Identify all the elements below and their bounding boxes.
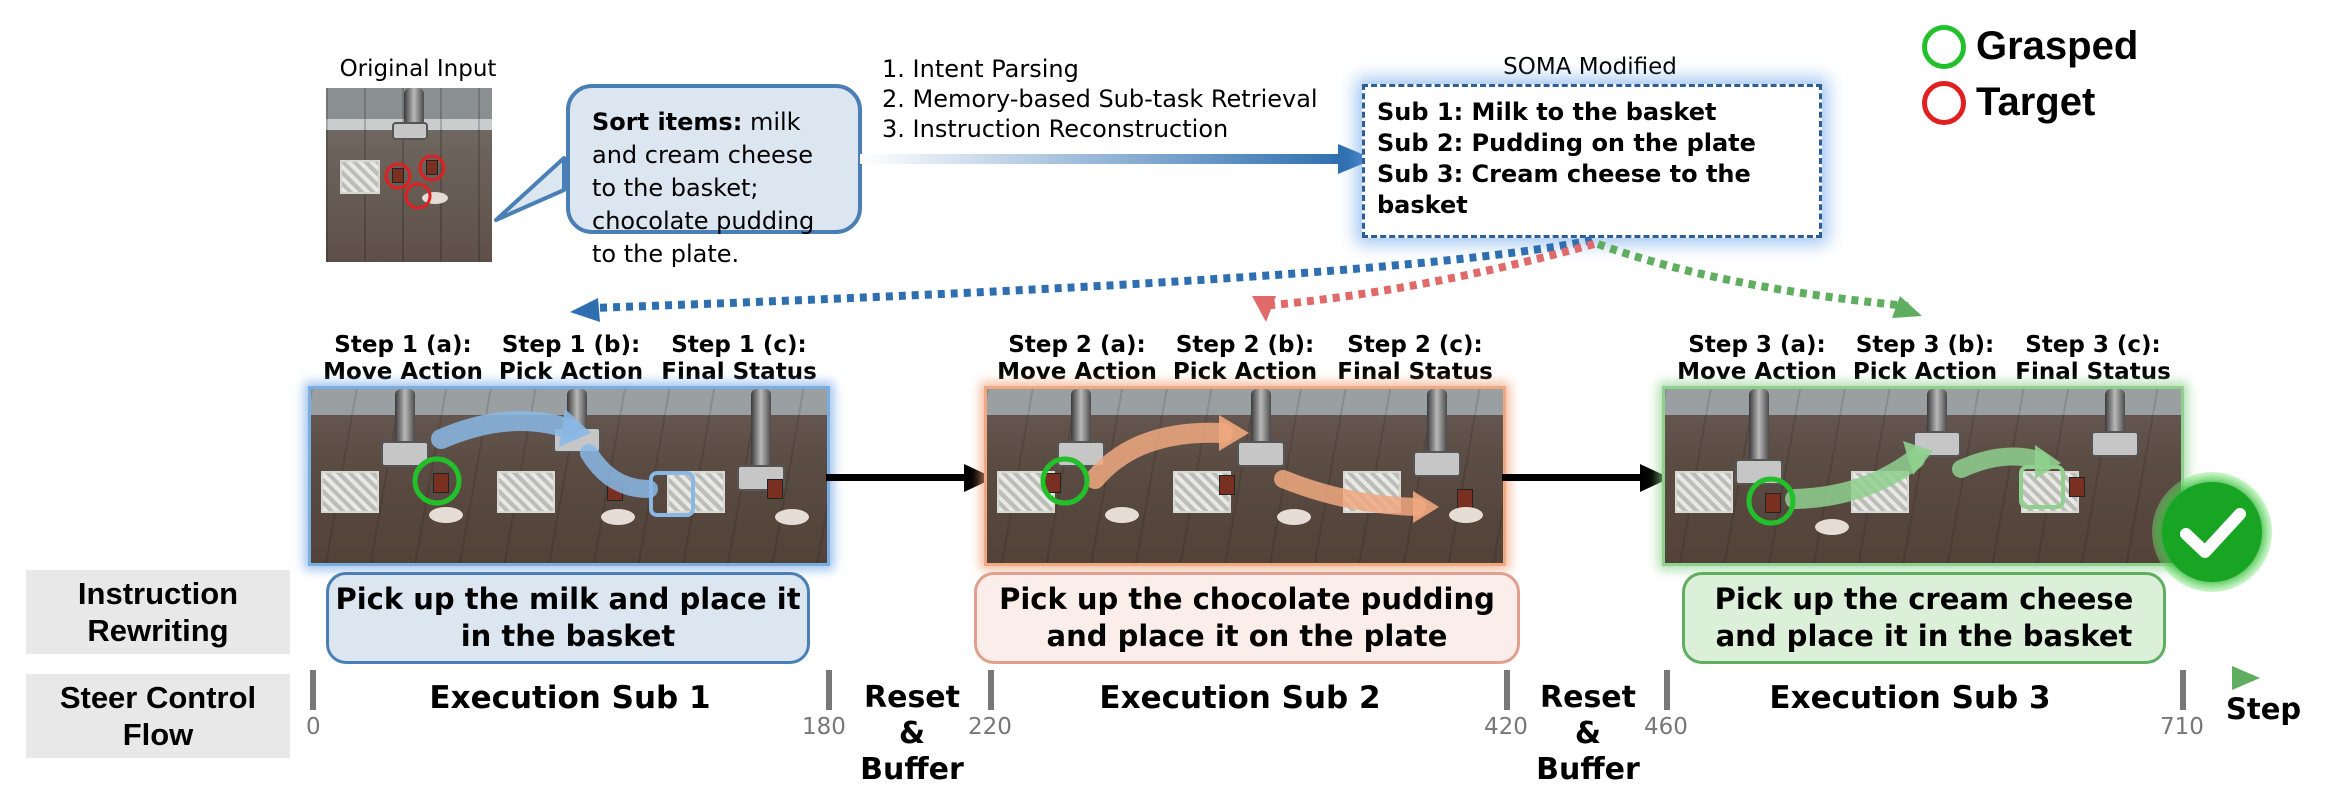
tick-460: 460 <box>1644 714 1688 740</box>
red-circle-icon <box>1922 80 1966 125</box>
stage2-instruction: Pick up the chocolate pudding and place … <box>974 572 1520 664</box>
soma-title: SOMA Modified <box>1503 54 1677 80</box>
row-label-steer: Steer Control Flow <box>26 674 290 758</box>
stage3-step-c: Step 3 (c):Final Status <box>2015 332 2171 385</box>
pipeline-step-2: 2. Memory-based Sub-task Retrieval <box>882 85 1318 113</box>
soma-sub-1: Sub 1: Milk to the basket <box>1377 98 1717 126</box>
timeline-end-label: Step <box>2226 692 2302 726</box>
speech-text: milk and cream cheese to the basket; cho… <box>592 108 815 268</box>
flow-arrow-2-icon <box>1502 464 1670 492</box>
stage2-step-c: Step 2 (c):Final Status <box>1337 332 1493 385</box>
dispatch-arrows-icon <box>570 236 1922 322</box>
speech-tail-icon <box>494 156 566 222</box>
reset-buffer-1: Reset & Buffer <box>860 680 964 787</box>
stage1-step-c: Step 1 (c):Final Status <box>661 332 817 385</box>
pipeline-step-3: 3. Instruction Reconstruction <box>882 115 1229 143</box>
legend-target-label: Target <box>1976 80 2096 124</box>
pipeline-arrow-icon <box>860 144 1374 174</box>
exec-sub-1: Execution Sub 1 <box>429 680 711 716</box>
tick-420: 420 <box>1484 714 1528 740</box>
target-circles-icon <box>384 154 446 210</box>
tick-220: 220 <box>968 714 1012 740</box>
legend-grasped-label: Grasped <box>1976 24 2139 68</box>
tick-0: 0 <box>306 714 321 740</box>
speech-bold: Sort items: <box>592 108 743 136</box>
flow-arrow-1-icon <box>826 464 994 492</box>
stage3-scene <box>1662 386 2184 566</box>
stage2-scene <box>984 386 1506 566</box>
exec-sub-2: Execution Sub 2 <box>1099 680 1381 716</box>
original-input-title: Original Input <box>339 56 497 82</box>
reset-buffer-2: Reset & Buffer <box>1536 680 1640 787</box>
tick-710: 710 <box>2160 714 2204 740</box>
tick-180: 180 <box>802 714 846 740</box>
soma-sub-2: Sub 2: Pudding on the plate <box>1377 129 1756 157</box>
legend-grasped: Grasped <box>1922 24 2138 69</box>
pipeline-steps: 1. Intent Parsing 2. Memory-based Sub-ta… <box>882 54 1352 144</box>
stage3-step-b: Step 3 (b):Pick Action <box>1852 332 1998 385</box>
stage1-instruction: Pick up the milk and place it in the bas… <box>326 572 810 664</box>
exec-sub-3: Execution Sub 3 <box>1769 680 2051 716</box>
soma-sub-3: Sub 3: Cream cheese to the basket <box>1377 160 1751 219</box>
row-label-instruction: Instruction Rewriting <box>26 570 290 654</box>
stage2-step-b: Step 2 (b):Pick Action <box>1172 332 1318 385</box>
stage3-step-a: Step 3 (a):Move Action <box>1677 332 1837 385</box>
timeline-icon <box>310 666 2260 710</box>
stage2-step-a: Step 2 (a):Move Action <box>997 332 1157 385</box>
pipeline-step-1: 1. Intent Parsing <box>882 55 1079 83</box>
speech-bubble: Sort items: milk and cream cheese to the… <box>566 84 862 268</box>
soma-box: Sub 1: Milk to the basket Sub 2: Pudding… <box>1362 84 1822 238</box>
stage3-instruction: Pick up the cream cheese and place it in… <box>1682 572 2166 664</box>
green-circle-icon <box>1922 24 1966 69</box>
stage1-step-b: Step 1 (b):Pick Action <box>498 332 644 385</box>
stage1-scene <box>308 386 830 566</box>
legend-target: Target <box>1922 80 2095 125</box>
stage1-step-a: Step 1 (a):Move Action <box>323 332 483 385</box>
original-input-image <box>326 88 492 262</box>
check-icon <box>2152 472 2272 592</box>
